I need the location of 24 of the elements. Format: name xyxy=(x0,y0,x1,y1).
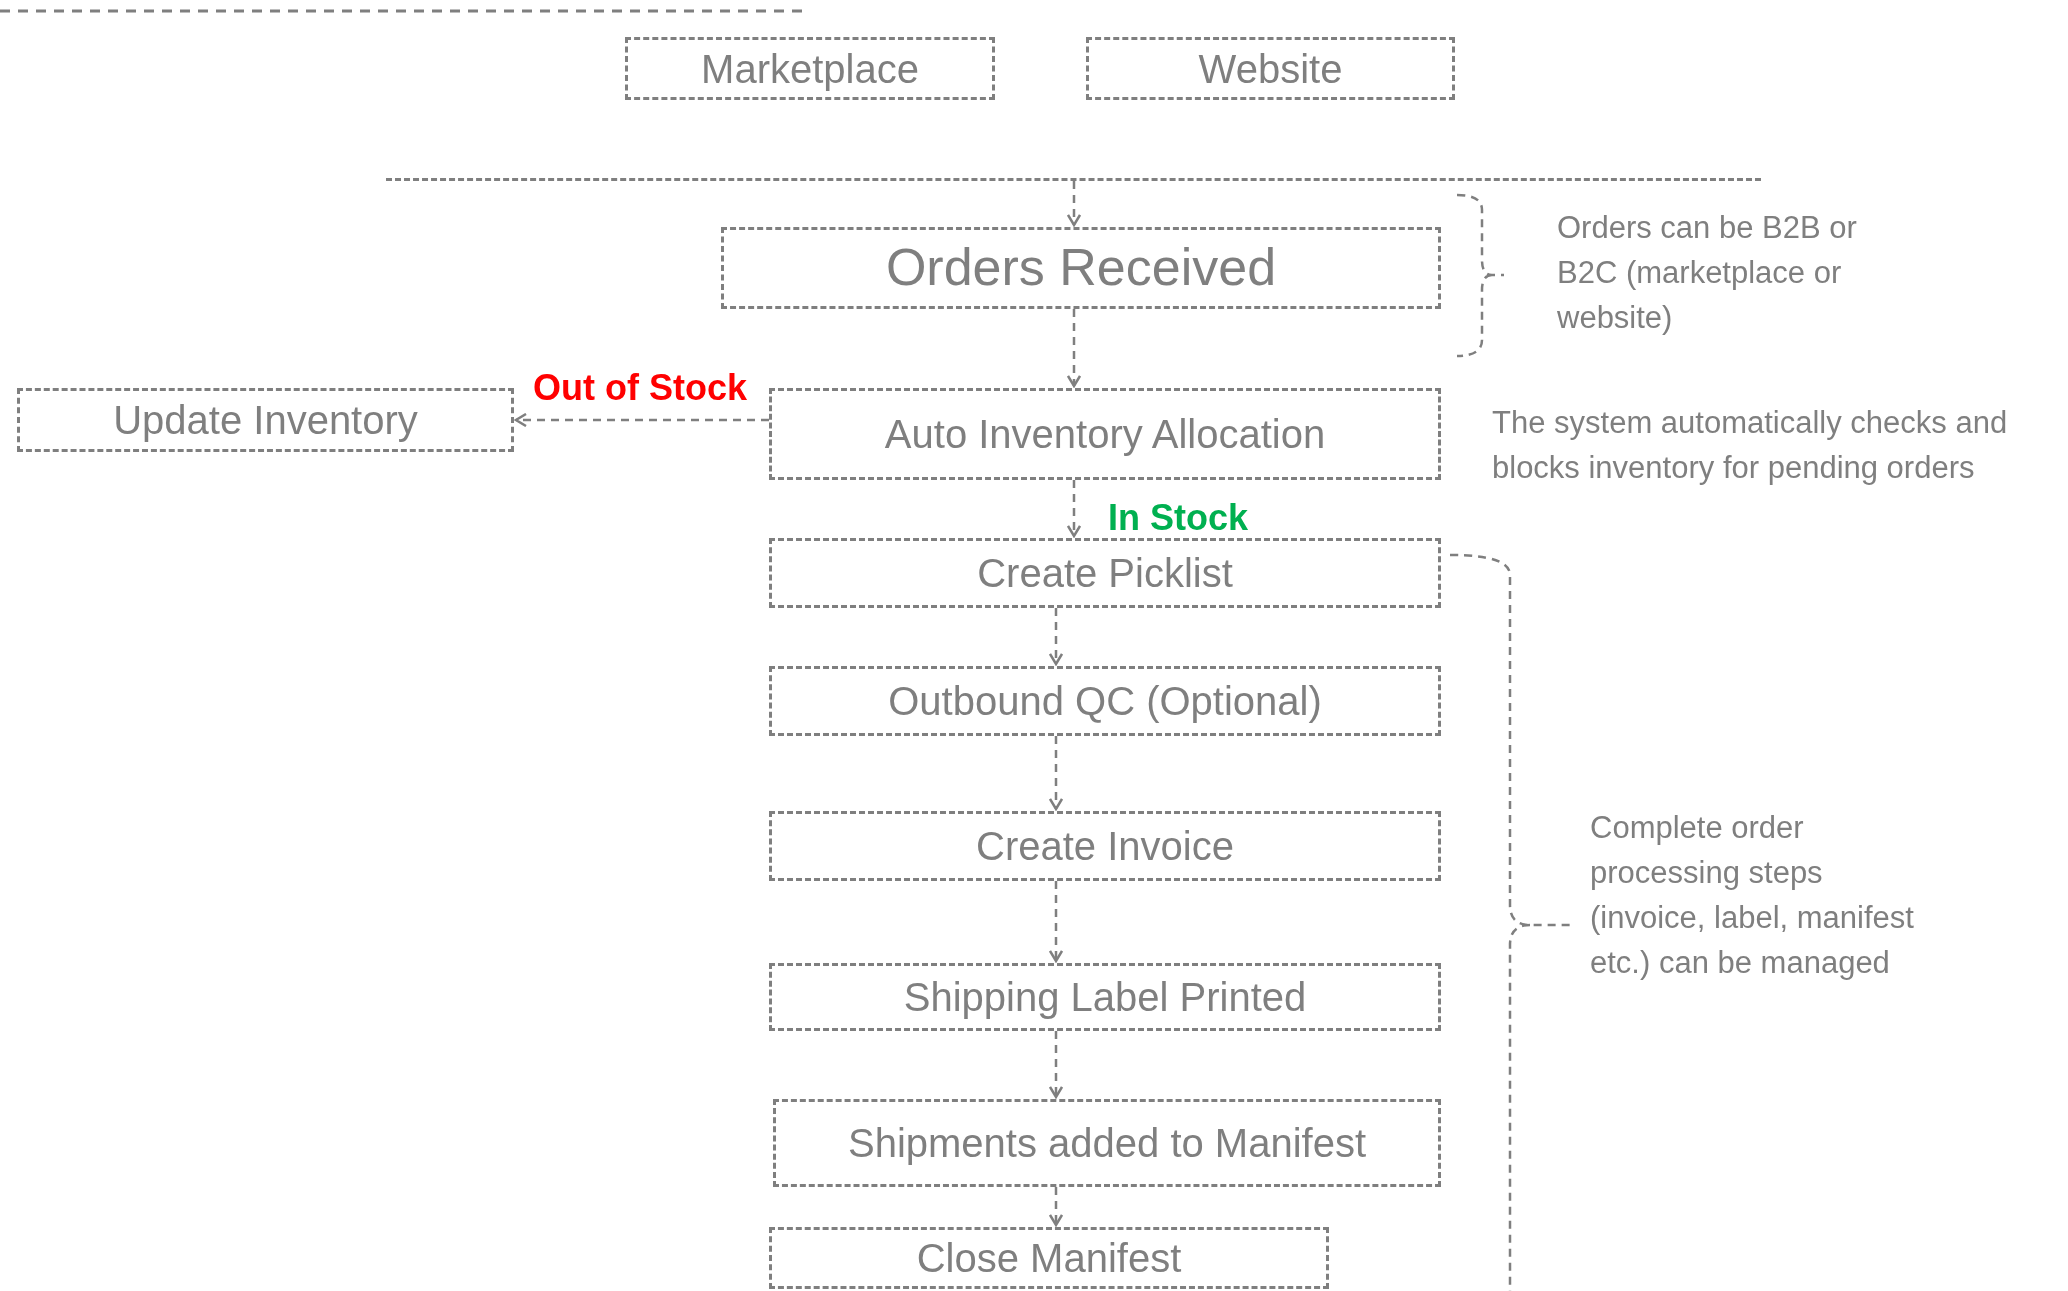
arrow xyxy=(1066,309,1082,388)
process-box: Create Picklist xyxy=(769,538,1441,608)
process-box: Website xyxy=(1086,37,1455,100)
process-box: Orders Received xyxy=(721,227,1441,309)
note-text: Orders can be B2B or B2C (marketplace or website) xyxy=(1557,209,1858,337)
arrow xyxy=(1048,1031,1064,1099)
arrow xyxy=(1048,608,1064,666)
arrow xyxy=(1048,881,1064,963)
note-text: The system automatically checks and blocks inventory for pending orders xyxy=(1492,404,2009,487)
process-box: Update Inventory xyxy=(17,388,514,452)
process-box: Marketplace xyxy=(625,37,995,100)
arrow xyxy=(1066,480,1082,538)
arrow xyxy=(1048,736,1064,811)
process-box: Shipments added to Manifest xyxy=(773,1099,1441,1187)
arrow xyxy=(1048,1187,1064,1227)
merge-bar xyxy=(386,178,1761,181)
process-box: Outbound QC (Optional) xyxy=(769,666,1441,736)
arrow xyxy=(1066,181,1082,227)
process-box: Auto Inventory Allocation xyxy=(769,388,1441,480)
arrow xyxy=(514,412,769,428)
note-text: Complete order processing steps (invoice, label, manifest etc.) can be managed xyxy=(1590,809,1915,982)
process-box: Create Invoice xyxy=(769,811,1441,881)
process-box: Shipping Label Printed xyxy=(769,963,1441,1031)
process-box: Close Manifest xyxy=(769,1227,1329,1289)
